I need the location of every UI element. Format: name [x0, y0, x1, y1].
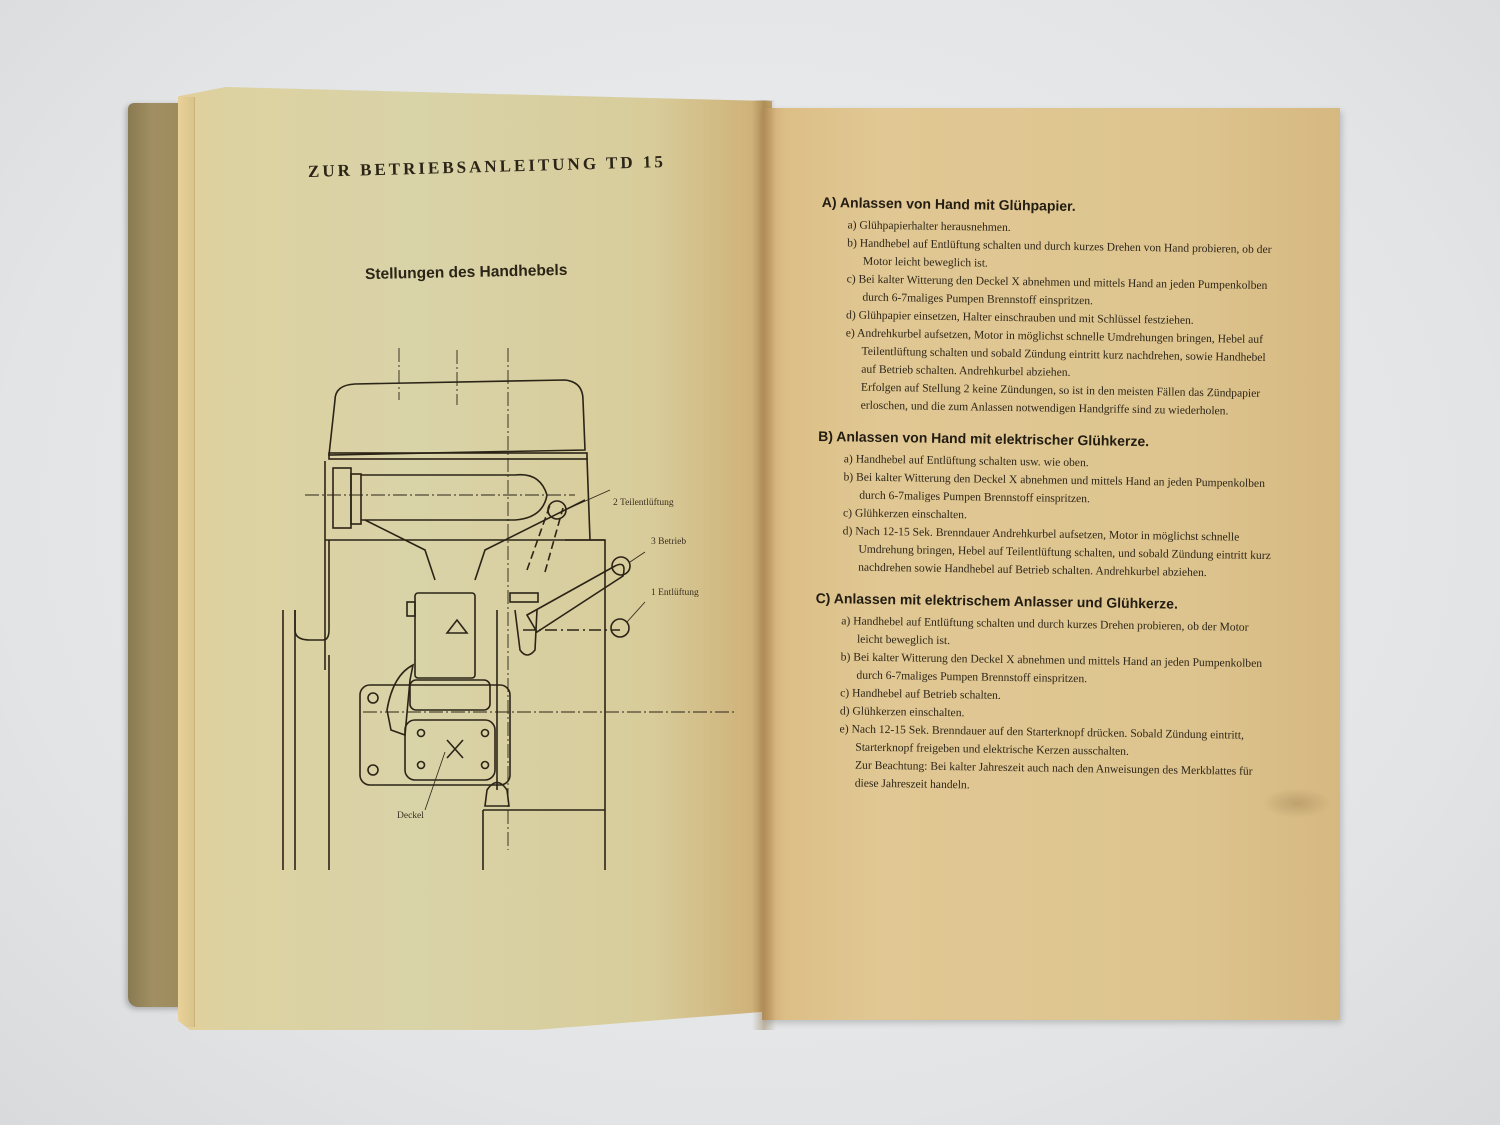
section-heading: C) Anlassen mit elektrischem Anlasser un… [815, 589, 1179, 612]
section-a: A) Anlassen von Hand mit Glühpapier. a) … [819, 194, 1277, 421]
page-edge [178, 97, 195, 1027]
engine-lever-diagram: 2 Teilentlüftung 3 Betrieb 1 Entlüftung … [265, 340, 745, 880]
section-b: B) Anlassen von Hand mit elektrischer Gl… [816, 428, 1273, 583]
paper-stain [1262, 788, 1332, 818]
section-note: Zur Beachtung: Bei kalter Jahreszeit auc… [854, 758, 1253, 792]
section-note: Erfolgen auf Stellung 2 keine Zündungen,… [860, 380, 1261, 418]
list-item: e) Andrehkurbel aufsetzen, Motor in mögl… [845, 326, 1266, 379]
list-item: d) Nach 12-15 Sek. Brenndauer Andrehkurb… [842, 524, 1271, 580]
section-heading: B) Anlassen von Hand mit elektrischer Gl… [818, 427, 1150, 450]
book-gutter [752, 100, 776, 1030]
instructions-text: A) Anlassen von Hand mit Glühpapier. a) … [812, 194, 1277, 813]
label-position-2: 2 Teilentlüftung [613, 498, 674, 508]
label-position-1: 1 Entlüftung [651, 588, 699, 598]
right-page [762, 108, 1340, 1020]
section-c: C) Anlassen mit elektrischem Anlasser un… [813, 590, 1271, 799]
label-position-3: 3 Betrieb [651, 537, 687, 547]
label-cover: Deckel [397, 811, 424, 821]
engine-drawing-icon [282, 348, 735, 870]
left-page [178, 87, 772, 1030]
